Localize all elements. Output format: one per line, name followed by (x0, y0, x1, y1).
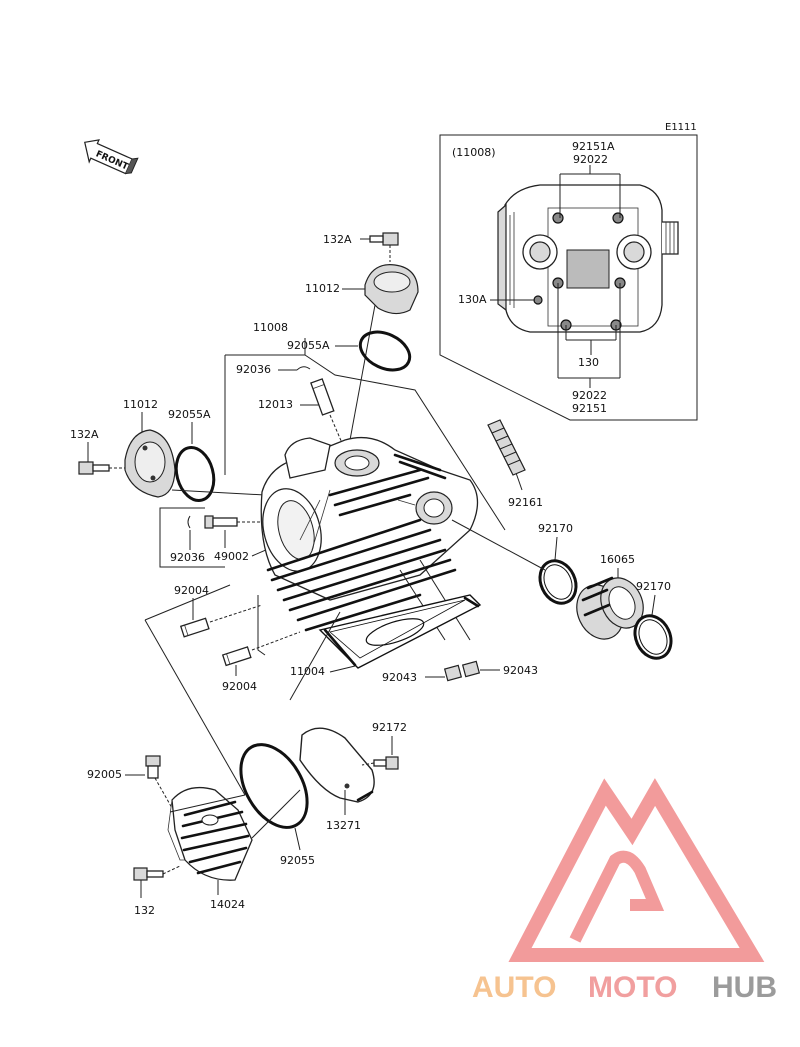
dowel-pin-92004-a (179, 617, 210, 638)
tappet-cap-11012-top (364, 264, 419, 315)
inset-label-130A: 130A (458, 293, 487, 306)
intake-holder-16065 (576, 576, 644, 640)
label-92055A-top: 92055A (287, 339, 330, 352)
label-92055A-left: 92055A (168, 408, 211, 421)
inset-label-92022-bottom: 92022 (572, 389, 607, 402)
label-92005: 92005 (87, 768, 122, 781)
label-11012-top: 11012 (305, 282, 340, 295)
valve-guide-12013 (310, 378, 335, 416)
label-12013: 12013 (258, 398, 293, 411)
plug-49002 (204, 515, 238, 529)
label-14024: 14024 (210, 898, 245, 911)
diagram-code: E1111 (665, 122, 697, 133)
label-92055: 92055 (280, 854, 315, 867)
label-92036-left: 92036 (170, 551, 205, 564)
label-92170-a: 92170 (538, 522, 573, 535)
bolt-132 (133, 867, 164, 881)
inset-cylinder-head-top-view: (11008) 92151A 92022 130A 130 92022 9215… (439, 134, 698, 421)
fitting-92005 (145, 755, 161, 779)
watermark-hub: HUB (712, 971, 777, 1004)
label-13271: 13271 (326, 819, 361, 832)
screw-92172 (373, 756, 399, 770)
watermark-moto: MOTO (588, 971, 677, 1004)
label-132A-left: 132A (70, 428, 99, 441)
tappet-cap-11012-left (124, 429, 176, 498)
label-92043-a: 92043 (382, 671, 417, 684)
label-92161: 92161 (508, 496, 543, 509)
inset-label-92151: 92151 (572, 402, 607, 415)
cylinder-head-cover-14024 (167, 786, 253, 881)
bolt-132A-top (369, 232, 399, 246)
label-11004: 11004 (290, 665, 325, 678)
inset-label-92151A: 92151A (572, 140, 615, 153)
label-92172: 92172 (372, 721, 407, 734)
label-11008: 11008 (253, 321, 288, 334)
label-11012-left: 11012 (123, 398, 158, 411)
inset-title: (11008) (452, 146, 496, 159)
label-49002: 49002 (214, 550, 249, 563)
cylinder-head-11008 (260, 436, 479, 601)
dowel-pin-92004-b (221, 646, 252, 667)
head-gasket-11004 (318, 594, 482, 669)
bolt-132A-left (78, 461, 110, 475)
plate-13271 (299, 727, 375, 803)
inset-label-92022-top: 92022 (573, 153, 608, 166)
shim-stack-92161 (487, 419, 526, 476)
watermark-auto: AUTO (472, 971, 556, 1004)
label-132A-top: 132A (323, 233, 352, 246)
label-132: 132 (134, 904, 155, 917)
label-92170-b: 92170 (636, 580, 671, 593)
cylinder-head-fins (266, 453, 457, 632)
label-92004-b: 92004 (222, 680, 257, 693)
automotohub-watermark-logo: AUTO MOTO HUB (472, 778, 777, 1004)
label-92036-top: 92036 (236, 363, 271, 376)
label-92043-b: 92043 (503, 664, 538, 677)
label-16065: 16065 (600, 553, 635, 566)
front-direction-arrow-icon: FRONT (84, 139, 139, 175)
label-92004-a: 92004 (174, 584, 209, 597)
inset-label-130: 130 (578, 356, 599, 369)
